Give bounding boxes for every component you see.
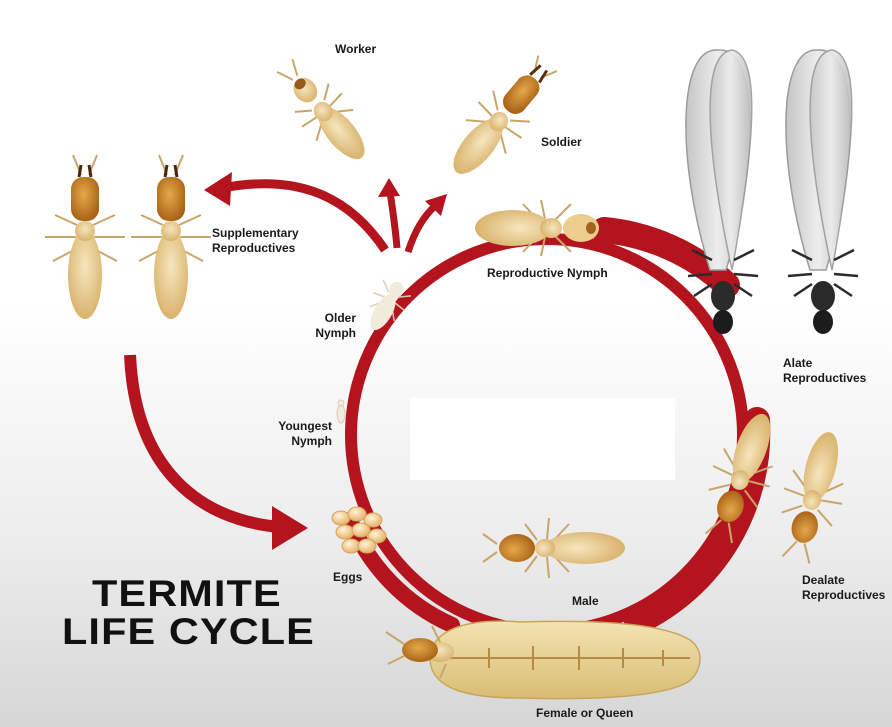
termite-nymph-icon [337,400,345,423]
label-reproductive-nymph: Reproductive Nymph [487,266,608,280]
center-blank [410,398,675,480]
termite-worker-icon [265,49,382,174]
arrow-supplementary-to-eggs [130,355,308,550]
arrow-to-soldier [408,194,447,252]
label-supplementary-line2: Reproductives [212,241,295,255]
label-eggs: Eggs [333,570,362,584]
label-male: Male [572,594,599,608]
termite-alate-icon [786,50,858,334]
label-youngest-nymph-line1: Youngest [264,419,332,433]
egg-cluster-icon [332,507,386,553]
title-line2: LIFE CYCLE [62,613,315,651]
label-older-nymph-line1: Older [306,311,356,325]
label-soldier: Soldier [541,135,582,149]
label-older-nymph-line2: Nymph [306,326,356,340]
termite-soldier-icon [435,45,569,190]
label-youngest-nymph-line2: Nymph [264,434,332,448]
termite-male-icon [483,518,625,578]
label-dealate-line2: Reproductives [802,588,885,602]
label-alate-line1: Alate [783,356,812,370]
termite-queen-icon [386,621,700,698]
label-alate-line2: Reproductives [783,371,866,385]
termite-supplementary-icon [131,155,211,319]
label-supplementary-line1: Supplementary [212,226,299,240]
label-dealate-line1: Dealate [802,573,845,587]
label-worker: Worker [335,42,376,56]
termite-alate-icon [686,50,758,334]
title-line1: TERMITE [92,575,282,613]
termite-supplementary-icon [45,155,125,319]
termite-dealate-icon [767,425,859,568]
label-queen: Female or Queen [536,706,633,720]
